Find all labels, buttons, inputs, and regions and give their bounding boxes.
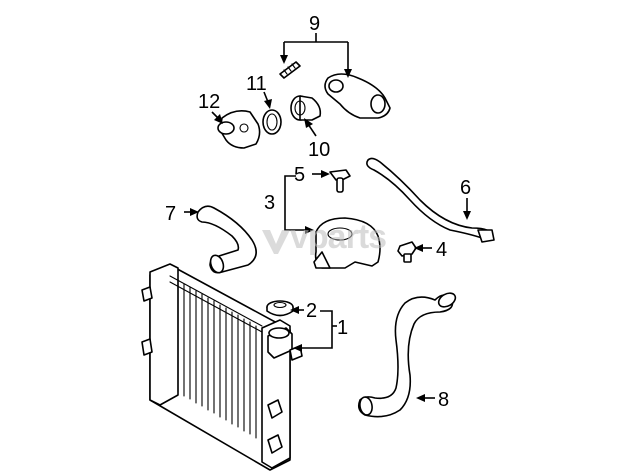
water-inlet-part <box>324 73 391 119</box>
gasket-part <box>262 109 282 135</box>
callout-12: 12 <box>198 91 220 113</box>
callout-5: 5 <box>294 164 305 186</box>
callout-3: 3 <box>264 192 275 214</box>
radiator-cap-part <box>266 300 294 317</box>
leader-lines <box>184 33 471 402</box>
thermostat-cover-part <box>217 110 261 149</box>
radiator-core-fins <box>169 275 263 439</box>
upper-hose-part <box>196 205 257 274</box>
bolt-part <box>397 241 417 263</box>
callout-9: 9 <box>309 13 320 35</box>
watermark-text: vparts <box>290 218 386 256</box>
lower-hose-part <box>358 292 457 418</box>
callout-11: 11 <box>246 73 267 95</box>
sensor-part <box>329 169 351 193</box>
bypass-hose-part <box>366 157 495 243</box>
callout-2: 2 <box>306 300 317 322</box>
water-outlet-part <box>313 217 381 269</box>
callout-4: 4 <box>436 239 447 261</box>
callout-1: 1 <box>337 317 348 339</box>
callout-6: 6 <box>460 177 471 199</box>
stud-part <box>279 61 301 79</box>
callout-labels: 1 2 3 4 5 6 7 8 9 10 11 12 <box>165 13 471 411</box>
callout-10: 10 <box>308 139 330 161</box>
callout-7: 7 <box>165 203 176 225</box>
callout-8: 8 <box>438 389 449 411</box>
radiator-part <box>141 263 303 471</box>
watermark-logo: vparts <box>262 218 387 256</box>
thermostat-part <box>290 95 322 121</box>
